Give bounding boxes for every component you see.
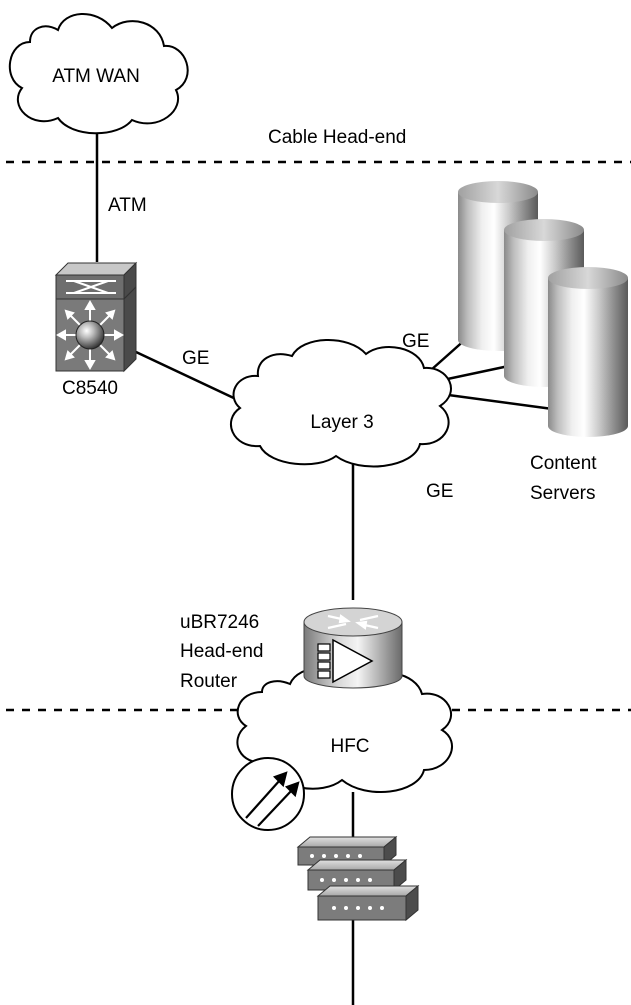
atm-wan-cloud [8, 13, 189, 135]
rf-amplifier-icon[interactable] [231, 757, 305, 831]
atm-link-label: ATM [108, 195, 147, 216]
cable-modem-icon [306, 858, 408, 892]
boundaries [6, 160, 631, 712]
ge-bottom-label: GE [426, 481, 453, 502]
layer3-cloud [229, 339, 452, 468]
hfc-label: HFC [330, 736, 369, 757]
ge-link-c8540-layer3 [135, 350, 239, 402]
ubr7246-label-line3: Router [180, 671, 238, 692]
atm-wan-label: ATM WAN [52, 66, 140, 87]
ubr7246-label-line1: uBR7246 [180, 612, 259, 633]
ubr7246-label-line2: Head-end [180, 641, 263, 662]
content-servers[interactable] [458, 181, 628, 437]
ubr7246-router-icon[interactable] [303, 607, 403, 689]
cable-modems[interactable] [296, 835, 420, 922]
layer3-label: Layer 3 [310, 412, 373, 433]
c8540-switch-icon[interactable] [54, 261, 138, 373]
server-cylinder-icon [548, 267, 628, 437]
cable-modem-icon [316, 884, 420, 922]
content-servers-label-line1: Content [530, 453, 597, 474]
ge-servers-label: GE [402, 331, 429, 352]
labels: ATM WAN Cable Head-end ATM C8540 GE GE L… [52, 66, 597, 757]
ge-left-label: GE [182, 348, 209, 369]
c8540-label: C8540 [62, 378, 118, 399]
cable-headend-label: Cable Head-end [268, 127, 406, 148]
content-servers-label-line2: Servers [530, 483, 595, 504]
